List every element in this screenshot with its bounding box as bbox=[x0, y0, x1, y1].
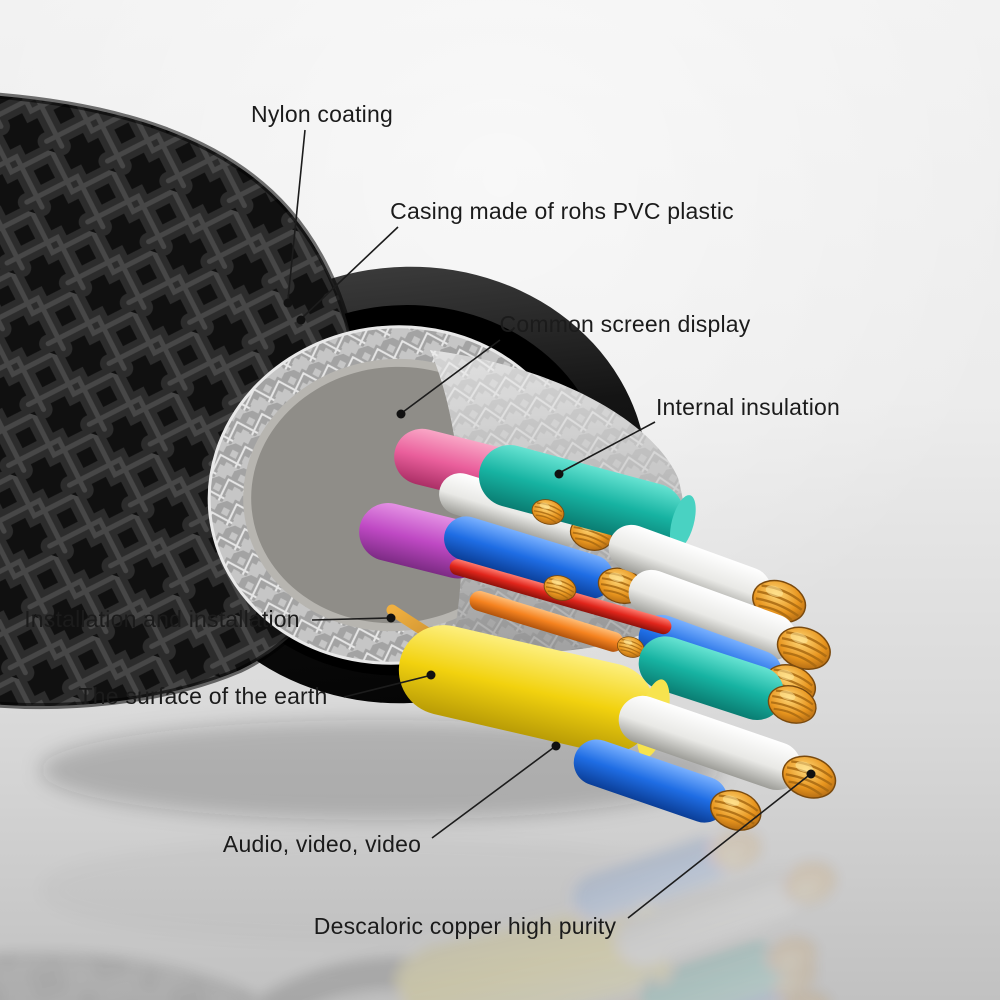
wire-white-right-a bbox=[608, 524, 813, 631]
wire-blue-upper bbox=[444, 516, 649, 610]
label-installation: Installation and installation bbox=[24, 606, 300, 632]
wire-teal-upper bbox=[478, 445, 696, 550]
wire-white-right-b bbox=[628, 569, 838, 678]
label-nylon-coating: Nylon coating bbox=[251, 101, 393, 127]
wire-bundle bbox=[359, 428, 843, 838]
cable-shadow bbox=[40, 720, 720, 820]
label-insulation: Internal insulation bbox=[655, 394, 841, 420]
label-earth-surface: The surface of the earth bbox=[78, 683, 328, 709]
wire-teal-lower bbox=[638, 636, 822, 731]
label-screen-shield: Common screen display bbox=[499, 311, 751, 337]
wire-blue-bottom bbox=[573, 739, 768, 838]
label-audio-video: Audio, video, video bbox=[222, 831, 422, 857]
wire-white-upper bbox=[439, 473, 617, 557]
label-copper: Descaloric copper high purity bbox=[313, 913, 617, 939]
wire-white-bottom bbox=[618, 695, 843, 807]
label-pvc-casing: Casing made of rohs PVC plastic bbox=[390, 198, 734, 224]
cable-main-group bbox=[0, 92, 843, 838]
wire-orange bbox=[469, 590, 648, 662]
